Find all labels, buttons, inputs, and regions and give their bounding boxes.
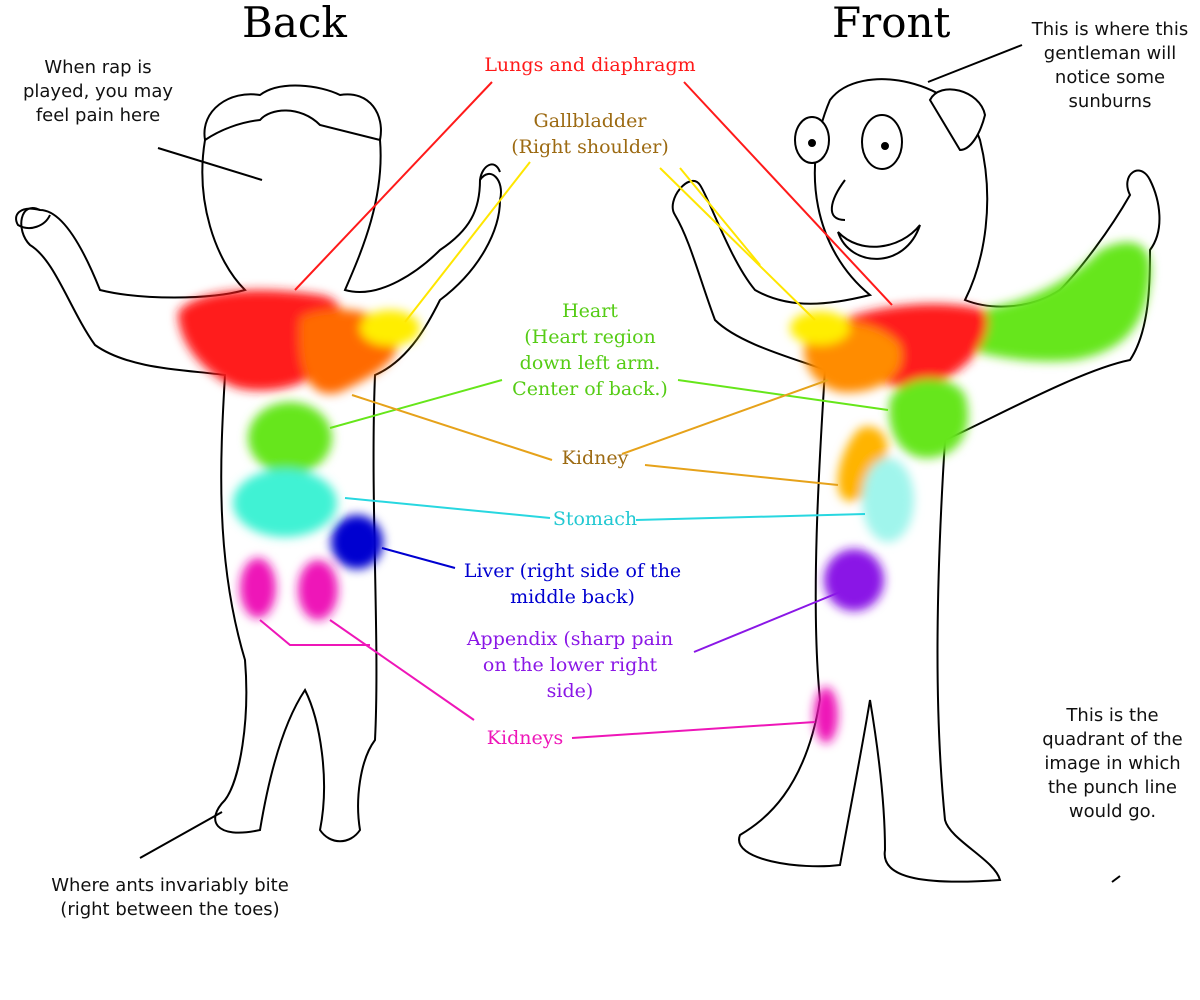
back-heart-zone [248, 402, 332, 474]
sunburn-note: This is where this gentleman will notice… [1031, 19, 1189, 112]
front-smile [837, 224, 921, 260]
front-nose [830, 179, 846, 221]
back-gallbladder-zone [360, 310, 420, 346]
back-kidneys-zone-right [298, 560, 338, 620]
back-figure [15, 84, 502, 843]
gallbladder-line-back [404, 161, 531, 323]
front-right-pupil [881, 142, 889, 150]
connector-lines [139, 44, 1121, 883]
appendix-label: Appendix (sharp pain on the lower right … [466, 628, 674, 702]
back-liver-zone [331, 515, 383, 569]
front-pain-zones [790, 242, 1151, 743]
gallbladder-line-front-2 [679, 167, 761, 266]
front-kidneys-zone [814, 687, 838, 743]
front-heart-arm-zone [955, 242, 1151, 362]
kidney-line-front-2 [644, 464, 839, 486]
appendix-line [693, 591, 841, 653]
kidneys-line-back [329, 619, 475, 721]
kidneys-line-front [571, 721, 816, 739]
back-stomach-zone [233, 469, 337, 537]
kidney-line-back [351, 394, 553, 461]
back-title: Back [242, 0, 347, 47]
heart-label: Heart (Heart region down left arm. Cente… [512, 300, 668, 400]
front-appendix-zone [824, 549, 884, 611]
back-right-thumb [479, 163, 501, 181]
back-left-thumb [15, 207, 51, 229]
back-hair [203, 84, 382, 142]
front-hair [928, 88, 987, 152]
back-pain-zones [178, 290, 420, 620]
front-gallbladder-zone [790, 311, 850, 345]
kidneys-line-back-2 [259, 619, 370, 646]
back-kidneys-zone-left [240, 558, 276, 618]
kidney-label: Kidney [561, 447, 629, 469]
kidneys-label: Kidneys [486, 727, 564, 749]
front-stomach-zone [862, 458, 914, 542]
liver-label: Liver (right side of the middle back) [463, 560, 682, 608]
rap-pointer [157, 147, 263, 181]
ants-pointer [139, 811, 223, 859]
front-right-eye [861, 114, 903, 170]
stomach-line-back [344, 497, 551, 519]
stomach-line-front [635, 513, 866, 521]
punchline-note: This is the quadrant of the image in whi… [1042, 705, 1183, 822]
heart-line-back [329, 379, 503, 429]
back-lungs-zone [178, 290, 343, 391]
gallbladder-line-front [659, 167, 816, 321]
front-left-pupil [808, 139, 816, 147]
punchline-mark [1111, 875, 1121, 883]
rap-note: When rap is played, you may feel pain he… [22, 57, 174, 126]
front-heart-zone [889, 378, 969, 459]
liver-line [381, 547, 456, 569]
kidney-line-front-1 [621, 379, 829, 455]
back-body-outline [20, 94, 502, 843]
gallbladder-label: Gallbladder (Right shoulder) [511, 110, 669, 158]
front-title: Front [832, 0, 951, 47]
lungs-line-back [294, 81, 493, 291]
sunburn-pointer [927, 44, 1023, 83]
front-body-outline [671, 78, 1161, 883]
ants-note: Where ants invariably bite (right betwee… [51, 875, 289, 920]
stomach-label: Stomach [552, 508, 638, 530]
lungs-line-front [683, 81, 893, 306]
front-figure [671, 78, 1161, 883]
heart-line-front [677, 379, 889, 411]
lungs-label: Lungs and diaphragm [484, 54, 696, 76]
